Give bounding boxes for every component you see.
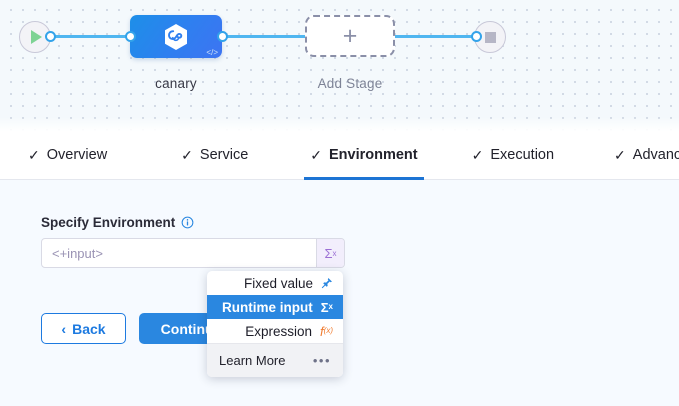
dropdown-footer-learn-more[interactable]: Learn More •••	[207, 343, 343, 377]
fx-glyph: f	[320, 323, 324, 339]
tab-execution[interactable]: ✓ Execution	[466, 131, 560, 180]
stage-label-canary: canary	[155, 76, 197, 91]
continue-button-label: Continue	[160, 320, 222, 337]
connector-dot-end[interactable]	[471, 31, 482, 42]
check-icon: ✓	[181, 147, 193, 163]
tab-overview-label: Overview	[46, 147, 108, 163]
pipeline-canvas[interactable]: </> + canary Add Stage	[0, 0, 679, 131]
canvas-bottom-fade	[0, 117, 679, 131]
dropdown-item-runtime-input-label: Runtime input	[221, 299, 313, 315]
tab-service[interactable]: ✓ Service	[175, 131, 254, 180]
plus-icon: +	[342, 21, 358, 50]
edge-addstage-to-end	[392, 35, 477, 38]
stage-tabs: ✓ Overview ✓ Service ✓ Environment ✓ Exe…	[0, 131, 679, 180]
edge-canary-to-addstage	[220, 35, 310, 38]
back-button[interactable]: ‹ Back	[41, 313, 126, 344]
info-icon[interactable]	[181, 216, 194, 229]
tab-environment[interactable]: ✓ Environment	[304, 131, 424, 180]
play-icon	[31, 30, 42, 44]
add-stage-node[interactable]: +	[305, 15, 395, 57]
sigma-glyph: Σ	[320, 299, 329, 315]
connector-dot-canary-right[interactable]	[217, 31, 228, 42]
tab-environment-label: Environment	[329, 147, 418, 163]
code-badge-icon: </>	[206, 48, 218, 57]
chevron-left-icon: ‹	[61, 320, 67, 337]
connector-dot-canary-left[interactable]	[125, 31, 136, 42]
sigma-glyph: Σ	[324, 245, 333, 261]
harness-hexagon-icon	[165, 23, 187, 50]
fx-icon: f(x)	[320, 325, 333, 338]
back-button-label: Back	[72, 320, 106, 337]
connector-dot-start[interactable]	[45, 31, 56, 42]
dropdown-item-expression-label: Expression	[245, 323, 313, 339]
tab-service-label: Service	[199, 147, 249, 163]
specify-environment-input[interactable]: <+input>	[52, 245, 103, 261]
tab-advanced-label: Advanced	[632, 147, 679, 163]
tab-execution-label: Execution	[490, 147, 555, 163]
check-icon: ✓	[471, 147, 484, 163]
dropdown-item-fixed-value[interactable]: Fixed value	[207, 271, 343, 295]
check-icon: ✓	[614, 147, 626, 163]
stop-icon	[484, 31, 496, 43]
stage-node-canary[interactable]: </>	[130, 15, 222, 58]
add-stage-label: Add Stage	[317, 76, 383, 91]
check-icon: ✓	[28, 147, 40, 163]
pin-icon	[321, 277, 333, 289]
check-icon: ✓	[310, 147, 322, 163]
dropdown-item-fixed-value-label: Fixed value	[243, 275, 313, 291]
specify-environment-label: Specify Environment	[41, 215, 194, 230]
dropdown-item-expression[interactable]: Expression f(x)	[207, 319, 343, 343]
field-label-text: Specify Environment	[41, 215, 176, 230]
tab-overview[interactable]: ✓ Overview	[22, 131, 113, 180]
fx-sub: (x)	[323, 326, 333, 335]
tab-advanced[interactable]: ✓ Advanced	[608, 131, 679, 180]
sigma-sup: x	[332, 248, 337, 258]
more-dots-icon[interactable]: •••	[312, 353, 331, 368]
sigma-sup: x	[328, 302, 333, 311]
learn-more-label: Learn More	[219, 353, 286, 368]
edge-start-to-canary	[47, 35, 137, 38]
